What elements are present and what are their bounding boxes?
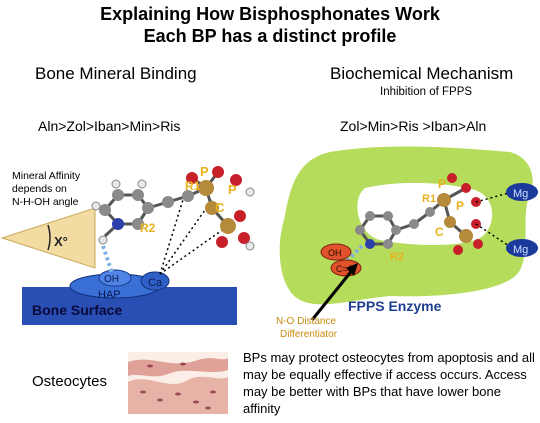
angle-arc xyxy=(47,224,51,251)
mg-ion-2-label: Mg xyxy=(513,244,528,256)
right-c-label: C xyxy=(435,225,444,239)
mg-link-1 xyxy=(475,191,513,203)
mg-ion-1-label: Mg xyxy=(513,188,528,200)
right-r2-label: R2 xyxy=(390,251,404,263)
fpps-diagram: R1 R2 P P C Mg Mg OH C=O FPPS Enzyme N-O… xyxy=(276,146,538,340)
right-p-left-label: P xyxy=(438,177,446,191)
angle-label: X° xyxy=(54,234,68,249)
r2-label: R2 xyxy=(140,221,156,235)
title-line-2: Each BP has a distinct profile xyxy=(143,26,397,46)
fpps-inhibition-ranking: Zol>Min>Ris >Iban>Aln xyxy=(340,118,487,134)
angle-wedge xyxy=(0,207,96,269)
ca-label: Ca xyxy=(148,277,163,289)
mineral-affinity-note: Mineral Affinity depends on N-H-OH angle xyxy=(12,170,107,209)
mg-link-2 xyxy=(475,223,513,249)
distance-arrow xyxy=(310,267,356,321)
p-right-label: P xyxy=(228,182,237,197)
chelation-line-2 xyxy=(159,225,229,275)
affinity-line-3: N-H-OH angle xyxy=(12,196,79,208)
oh-residue-label: OH xyxy=(328,248,342,258)
bone-binding-diagram: X° Bone Surface HAP OH Ca xyxy=(0,164,255,325)
p-left-label: P xyxy=(200,164,209,179)
bone-binding-ranking: Aln>Zol>Iban>Min>Ris xyxy=(38,118,181,134)
fpps-enzyme-label: FPPS Enzyme xyxy=(348,298,442,314)
distance-note-line-1: N-O Distance xyxy=(276,316,336,327)
c-label: C xyxy=(215,200,225,215)
h-bond-line xyxy=(101,245,114,274)
oh-site xyxy=(98,269,132,287)
hap-label: HAP xyxy=(98,289,121,301)
chelation-line-1 xyxy=(159,199,213,275)
affinity-line-2: depends on xyxy=(12,183,67,195)
co-residue-label: C=O xyxy=(336,264,355,274)
right-heading: Biochemical Mechanism xyxy=(330,64,514,83)
n-o-bond xyxy=(340,244,364,268)
mg-ion-1 xyxy=(506,183,538,201)
oh-residue xyxy=(320,243,352,261)
osteocytes-label: Osteocytes xyxy=(32,373,108,390)
right-r1-label: R1 xyxy=(422,193,436,205)
distance-arrow-head xyxy=(346,263,358,276)
right-p-right-label: P xyxy=(456,199,464,213)
right-subheading: Inhibition of FPPS xyxy=(380,86,473,98)
affinity-line-1: Mineral Affinity xyxy=(12,170,81,182)
molecule-atoms xyxy=(91,166,255,251)
distance-note-line-2: Differentiator xyxy=(280,329,338,340)
oh-site-label: OH xyxy=(104,274,119,285)
ca-site xyxy=(140,271,170,291)
osteocyte-histology-image xyxy=(128,352,228,414)
title-line-1: Explaining How Bisphosphonates Work xyxy=(100,4,440,24)
left-heading: Bone Mineral Binding xyxy=(35,64,197,83)
mg-ion-2 xyxy=(506,239,538,257)
r1-label: R1 xyxy=(185,179,201,193)
bone-surface-label: Bone Surface xyxy=(32,302,122,318)
osteocytes-description: BPs may protect osteocytes from apoptosi… xyxy=(243,350,535,416)
